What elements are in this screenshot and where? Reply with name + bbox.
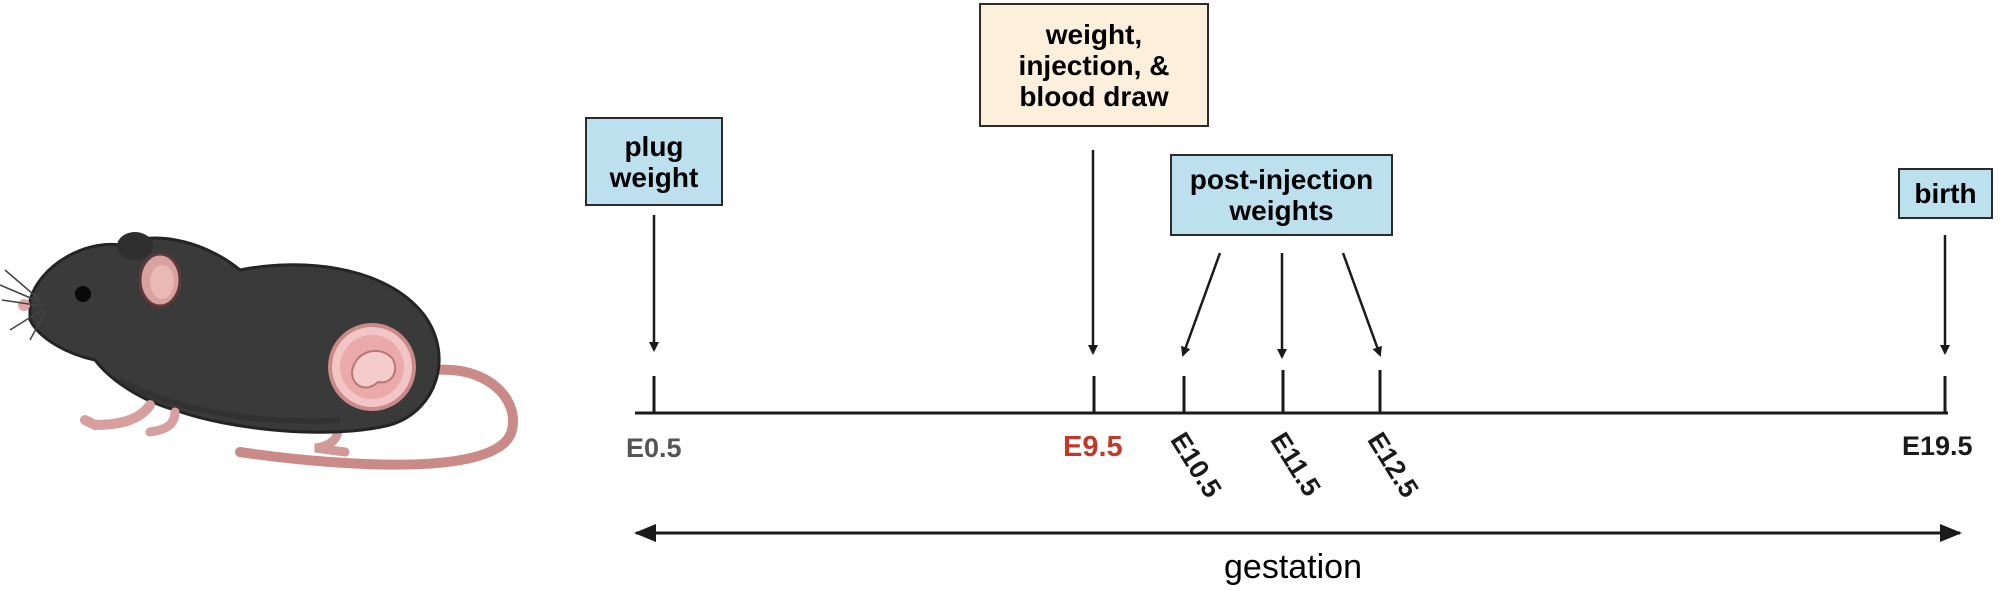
birth-box: birth	[1898, 168, 1993, 219]
timeline-ticks	[652, 370, 1947, 413]
gestation-label: gestation	[1224, 548, 1362, 586]
label-e9-5: E9.5	[1063, 431, 1123, 463]
post-injection-weights-box: post-injection weights	[1170, 154, 1393, 236]
pregnant-mouse-icon	[0, 232, 518, 470]
injection-blood-draw-box: weight, injection, & blood draw	[979, 3, 1209, 127]
arrow-post-e10-5	[1181, 252, 1222, 357]
label-e19-5: E19.5	[1902, 431, 1973, 461]
timeline-arrows	[649, 150, 1950, 359]
arrow-post-e12-5	[1341, 252, 1382, 357]
plug-weight-box: plug weight	[585, 117, 723, 206]
label-e0-5: E0.5	[626, 433, 682, 463]
